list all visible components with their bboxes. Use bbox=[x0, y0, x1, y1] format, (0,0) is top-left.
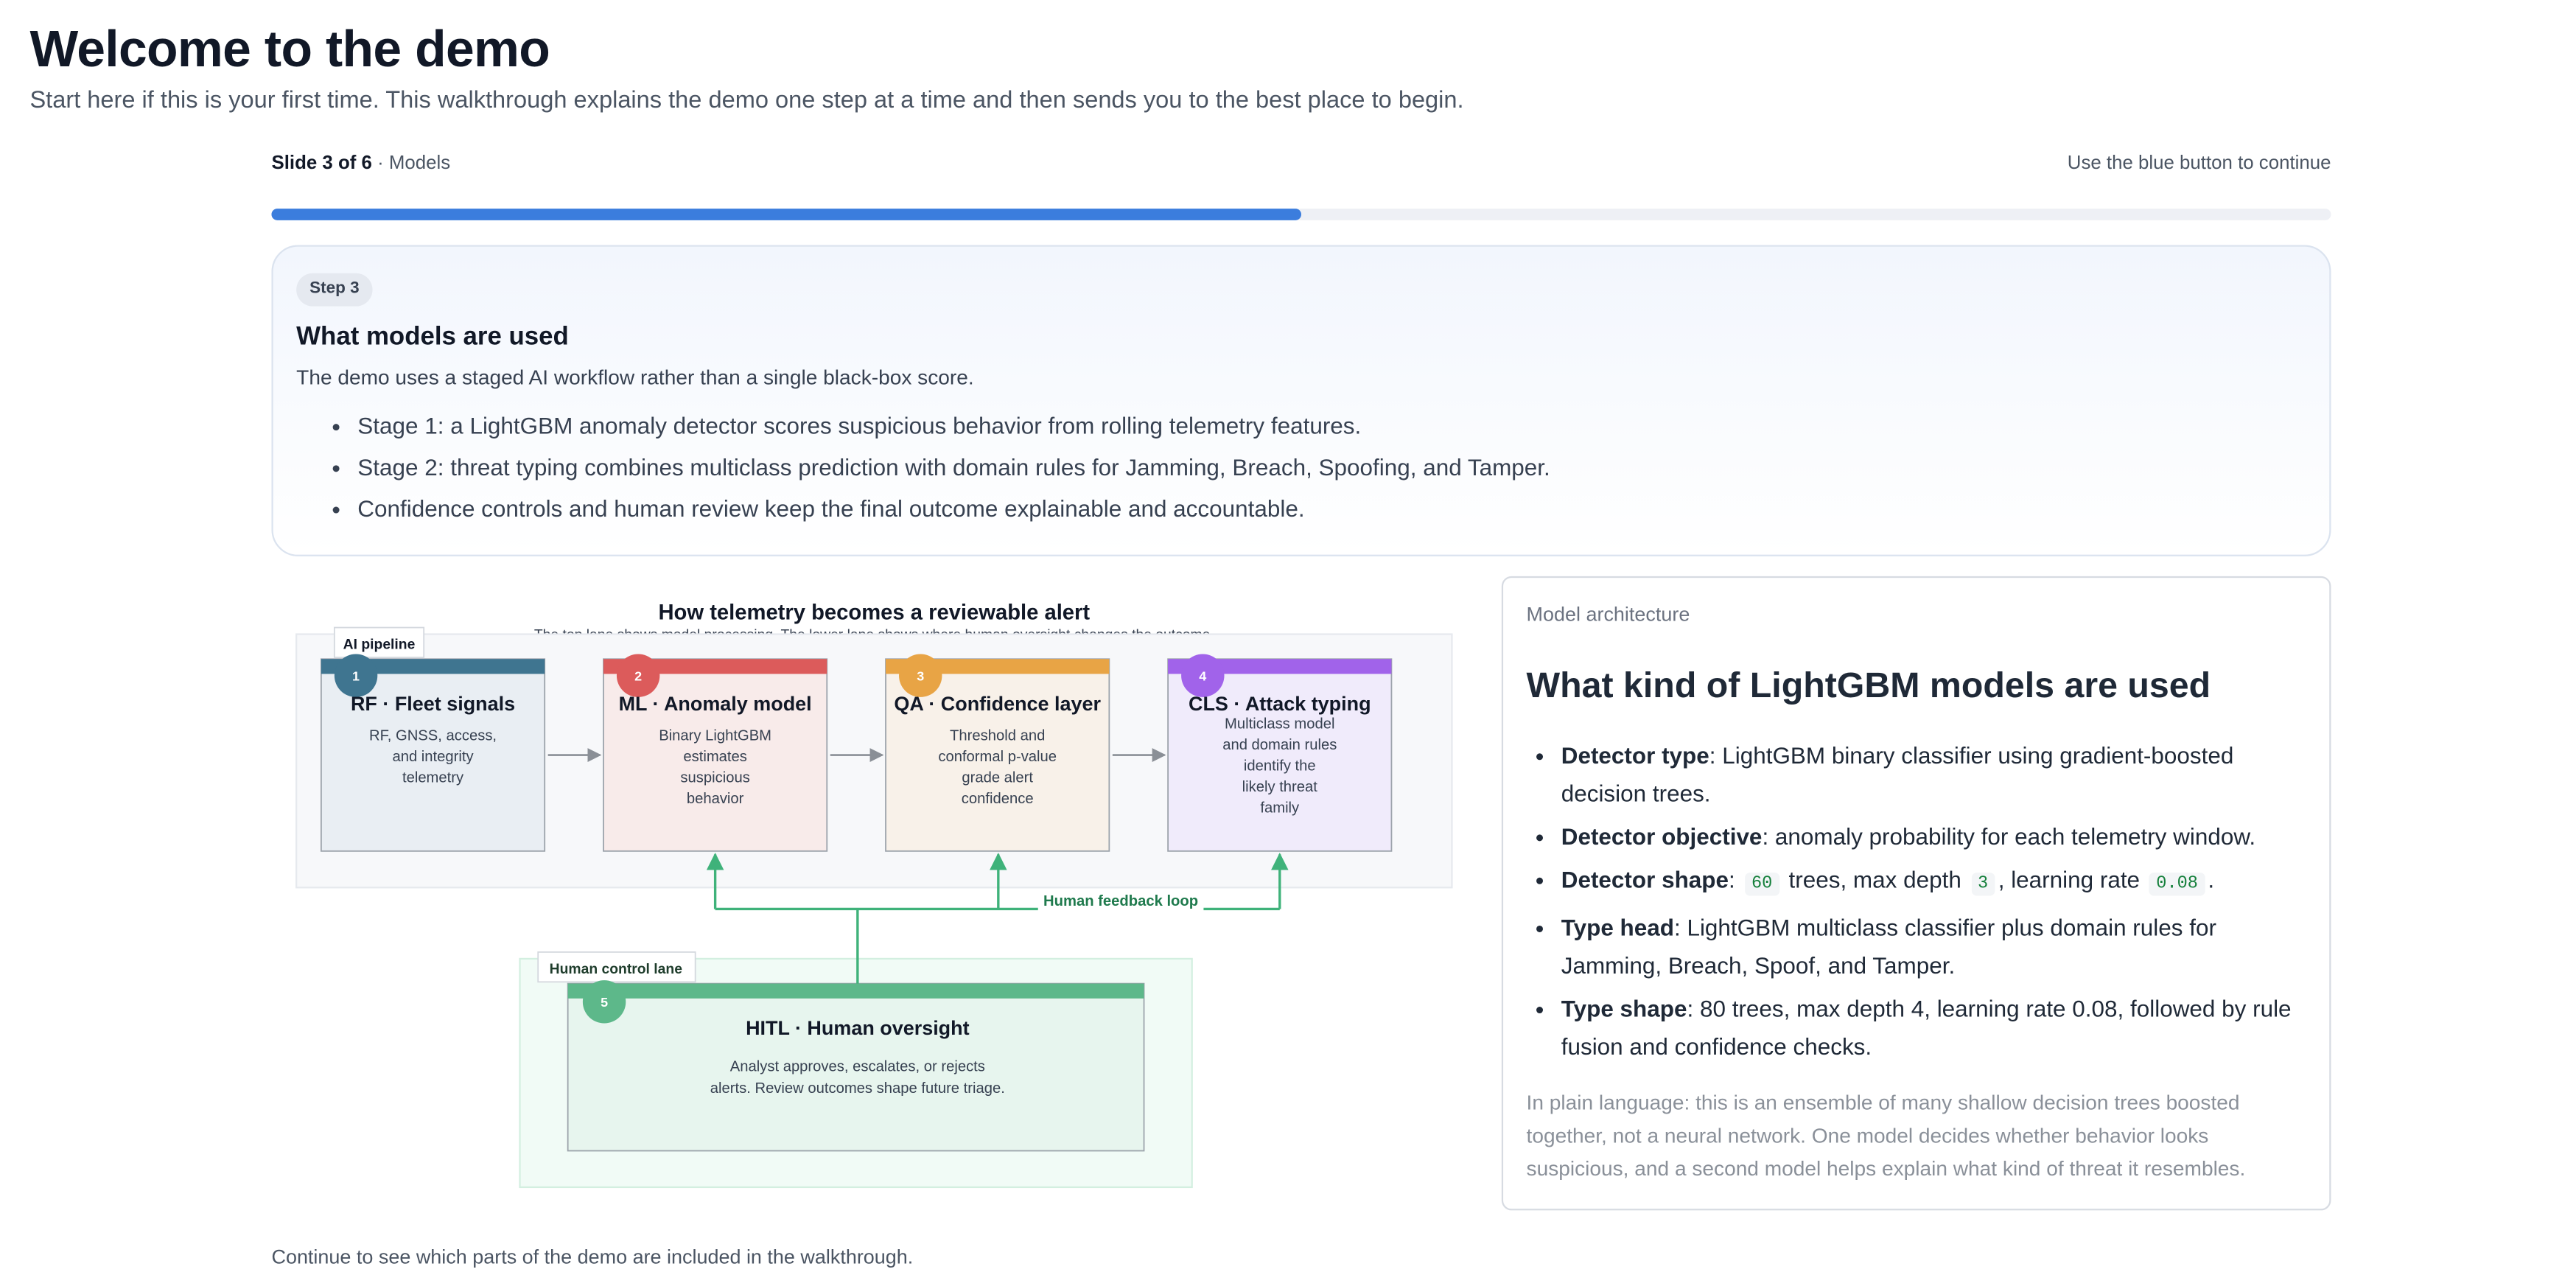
stage-title: ML · Anomaly model bbox=[619, 693, 812, 715]
stage-desc-line: confidence bbox=[962, 791, 1034, 807]
architecture-text: , learning rate bbox=[1998, 866, 2146, 893]
architecture-text: : anomaly probability for each telemetry… bbox=[1762, 822, 2256, 850]
footer-hint: Continue to see which parts of the demo … bbox=[271, 1245, 914, 1269]
stage-desc-line: behavior bbox=[687, 791, 744, 807]
human-lane-tag bbox=[537, 951, 696, 983]
page-title: Welcome to the demo bbox=[29, 19, 550, 78]
hitl-title: HITL · Human oversight bbox=[746, 1017, 970, 1039]
pipeline-lane-label: AI pipeline bbox=[343, 637, 416, 653]
stage-desc-line: telemetry bbox=[402, 769, 464, 786]
feedback-loop: Human feedback loop bbox=[706, 852, 1289, 984]
hitl-number-badge bbox=[582, 980, 626, 1024]
architecture-item: Detector type: LightGBM binary classifie… bbox=[1561, 737, 2314, 813]
architecture-item: Type head: LightGBM multiclass classifie… bbox=[1561, 909, 2314, 985]
pipeline-diagram: How telemetry becomes a reviewable alert… bbox=[295, 601, 1453, 1189]
hitl-number: 5 bbox=[601, 995, 608, 1010]
architecture-label: Model architecture bbox=[1526, 602, 1690, 626]
slide-section: Models bbox=[388, 153, 451, 174]
architecture-note: In plain language: this is an ensemble o… bbox=[1526, 1091, 2246, 1181]
hitl-desc-line: Analyst approves, escalates, or rejects bbox=[730, 1059, 985, 1075]
step-bullet: Stage 1: a LightGBM anomaly detector sco… bbox=[357, 405, 1550, 447]
step-bullet: Confidence controls and human review kee… bbox=[357, 489, 1550, 530]
detector-learning-rate-value: 0.08 bbox=[2149, 873, 2205, 896]
architecture-term: Detector objective bbox=[1561, 822, 1763, 850]
stage-desc-line: Binary LightGBM bbox=[659, 727, 771, 744]
architecture-card: Model architecture What kind of LightGBM… bbox=[1501, 576, 2331, 1211]
feedback-label-bg bbox=[1037, 889, 1204, 911]
architecture-text: : 80 trees, max depth 4, learning rate 0… bbox=[1561, 995, 2292, 1060]
step-title: What models are used bbox=[296, 323, 569, 352]
stage-title: CLS · Attack typing bbox=[1189, 693, 1371, 715]
architecture-term: Detector shape bbox=[1561, 866, 1729, 893]
stage-number-badge bbox=[899, 654, 942, 697]
diagram-title: How telemetry becomes a reviewable alert bbox=[658, 601, 1090, 624]
architecture-text: : LightGBM multiclass classifier plus do… bbox=[1561, 914, 2216, 979]
architecture-item: Detector shape: 60 trees, max depth 3, l… bbox=[1561, 861, 2314, 904]
stage-color-bar bbox=[321, 659, 545, 674]
stage-color-bar bbox=[1168, 659, 1392, 674]
slide-separator: · bbox=[371, 153, 389, 174]
stage-desc-line: likely threat bbox=[1242, 779, 1318, 795]
stage-color-bar bbox=[603, 659, 827, 674]
continue-hint: Use the blue button to continue bbox=[2067, 153, 2331, 174]
architecture-term: Type head bbox=[1561, 914, 1674, 941]
step-card: Step 3 What models are used The demo use… bbox=[271, 245, 2331, 556]
progress-bar bbox=[271, 209, 2331, 220]
architecture-text: : bbox=[1729, 866, 1742, 893]
stage-desc-line: conformal p-value bbox=[938, 749, 1057, 765]
progress-fill bbox=[271, 209, 1301, 220]
hitl-color-bar bbox=[567, 983, 1144, 999]
step-badge: Step 3 bbox=[296, 273, 373, 307]
architecture-term: Type shape bbox=[1561, 995, 1687, 1022]
stage-desc-line: suspicious bbox=[680, 769, 749, 786]
pipeline-lane-tag bbox=[333, 626, 425, 658]
detector-trees-value: 60 bbox=[1744, 873, 1779, 896]
stage-desc-line: and integrity bbox=[392, 749, 474, 765]
stage-number: 3 bbox=[917, 668, 924, 683]
stage-desc-line: Threshold and bbox=[950, 727, 1045, 744]
slide-indicator: Slide 3 of 6 · Models bbox=[271, 154, 450, 174]
architecture-term: Detector type bbox=[1561, 741, 1709, 769]
stage-number-badge bbox=[1181, 654, 1225, 697]
hitl-desc-line: alerts. Review outcomes shape future tri… bbox=[710, 1080, 1005, 1097]
stage-title: QA · Confidence layer bbox=[894, 693, 1101, 715]
stage-desc-line: family bbox=[1260, 800, 1300, 817]
architecture-text: . bbox=[2208, 866, 2215, 893]
stage-desc-line: RF, GNSS, access, bbox=[369, 727, 497, 744]
feedback-label: Human feedback loop bbox=[1043, 893, 1198, 909]
step-bullet: Stage 2: threat typing combines multicla… bbox=[357, 447, 1550, 489]
architecture-list: Detector type: LightGBM binary classifie… bbox=[1527, 737, 2314, 1072]
stage-desc-line: and domain rules bbox=[1222, 737, 1337, 753]
detector-depth-value: 3 bbox=[1971, 873, 1995, 896]
step-lead: The demo uses a staged AI workflow rathe… bbox=[296, 366, 974, 389]
stage-number-badge bbox=[616, 654, 660, 697]
hitl-box bbox=[567, 982, 1145, 1152]
step-bullets: Stage 1: a LightGBM anomaly detector sco… bbox=[296, 405, 1550, 530]
stage-desc-line: estimates bbox=[683, 749, 747, 765]
architecture-text: trees, max depth bbox=[1782, 866, 1968, 893]
stage-color-bar bbox=[886, 659, 1110, 674]
human-lane-label: Human control lane bbox=[550, 962, 683, 977]
stage-number: 4 bbox=[1199, 668, 1206, 683]
architecture-text: : LightGBM binary classifier using gradi… bbox=[1561, 741, 2234, 807]
stage-title: RF · Fleet signals bbox=[351, 693, 515, 715]
page-subtitle: Start here if this is your first time. T… bbox=[29, 88, 1464, 115]
stage-number: 2 bbox=[634, 668, 642, 683]
architecture-item: Type shape: 80 trees, max depth 4, learn… bbox=[1561, 990, 2314, 1066]
architecture-title: What kind of LightGBM models are used bbox=[1526, 665, 2211, 706]
stage-number-badge bbox=[334, 654, 378, 697]
stage-desc-line: identify the bbox=[1244, 758, 1316, 775]
architecture-item: Detector objective: anomaly probability … bbox=[1561, 818, 2314, 856]
stage-desc-line: grade alert bbox=[962, 769, 1033, 786]
slide-position: Slide 3 of 6 bbox=[271, 153, 372, 174]
stage-number: 1 bbox=[352, 668, 360, 683]
stage-desc-line: Multiclass model bbox=[1225, 716, 1334, 733]
